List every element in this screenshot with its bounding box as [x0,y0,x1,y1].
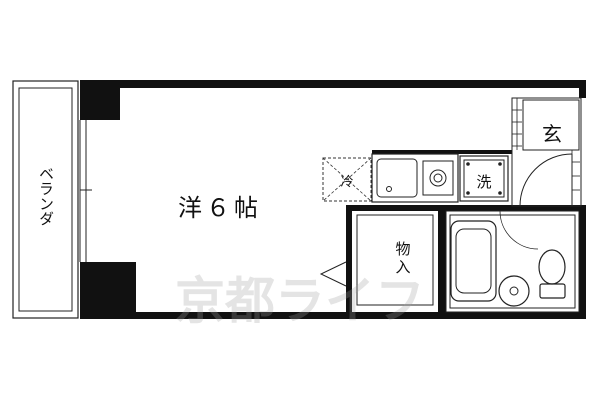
watermark: 京都ライフ [175,272,425,330]
toilet [538,249,566,299]
exterior-walls [80,80,586,319]
refrigerator-label: 冷 [340,175,353,190]
unit-bath [445,210,580,313]
entrance-label: 玄 [542,122,562,146]
balcony-window [79,120,92,262]
sink [376,158,418,198]
bathtub [450,220,497,302]
veranda: ベランダ [12,80,79,319]
washer-space: 洗 [459,155,509,202]
refrigerator-space: 冷 [322,157,372,202]
washer-label: 洗 [476,173,491,191]
interior-walls [346,150,586,318]
veranda-label: ベランダ [37,166,55,226]
closet-label-line1: 物 [395,240,410,258]
closet: 物 入 [319,214,434,306]
washbasin [498,275,530,307]
kitchen-counter [371,153,459,203]
western-room-label: 洋６帖 [178,194,262,222]
closet-label-line2: 入 [395,258,410,276]
entrance: 玄 [511,97,582,207]
stove [422,160,454,196]
